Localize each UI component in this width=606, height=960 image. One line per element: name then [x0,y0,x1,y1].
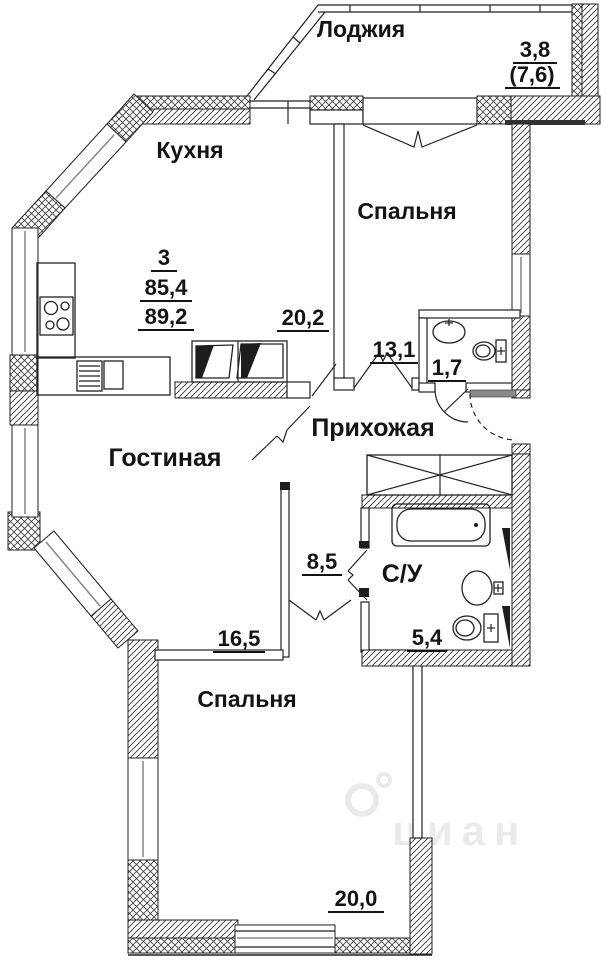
entrance-door-leaf [469,389,517,398]
room-label-loggia: Лоджия [317,16,405,42]
room-label-kitchen: Кухня [156,137,223,163]
doors [251,352,517,621]
wc-fixtures [432,319,507,363]
bathtub-icon [391,503,491,547]
room-label-bathroom: С/У [382,560,423,588]
windows [11,4,572,954]
room-label-bedroom-bottom: Спальня [197,686,296,712]
area-label-living-room: 16,5 [218,626,261,651]
bathroom-toilet-icon [452,613,499,643]
room-label-living-room: Гостиная [109,444,222,472]
area-label-corridor: 8,5 [307,549,338,574]
room-label-bedroom-top: Спальня [357,198,456,224]
wardrobe-open-doors [191,340,288,383]
wardrobe-closet [366,454,513,496]
wc-toilet-icon [472,339,507,363]
area-label-bathroom: 5,4 [412,625,443,650]
kitchen-counter-bottom [36,356,171,396]
watermark: циан [345,772,519,854]
exterior-walls [7,3,601,956]
area-label-loggia-alt: (7,6) [509,62,554,87]
area-label-wc: 1,7 [432,355,463,380]
area-label-bedroom-top: 13,1 [373,337,416,362]
kitchen-fixtures [36,262,171,396]
bathroom-fixtures [391,503,510,648]
area-label-kitchen: 20,2 [282,305,325,330]
wc-sink-icon [432,319,466,344]
summary-area-main: 85,4 [145,275,189,300]
stove-icon [39,296,74,336]
bathroom-sink-icon [461,570,504,606]
kitchen-counter [36,262,76,359]
room-label-hallway: Прихожая [311,414,434,442]
labels: Лоджия 3,8 (7,6) Кухня Спальня 3 85,4 89… [109,16,560,913]
summary-rooms-count: 3 [158,245,170,270]
sink-cabinet-icon [76,360,124,392]
area-label-loggia: 3,8 [520,37,551,62]
summary-area-total: 89,2 [145,304,188,329]
partitions [154,123,521,839]
area-label-bedroom-bottom: 20,0 [335,886,378,911]
